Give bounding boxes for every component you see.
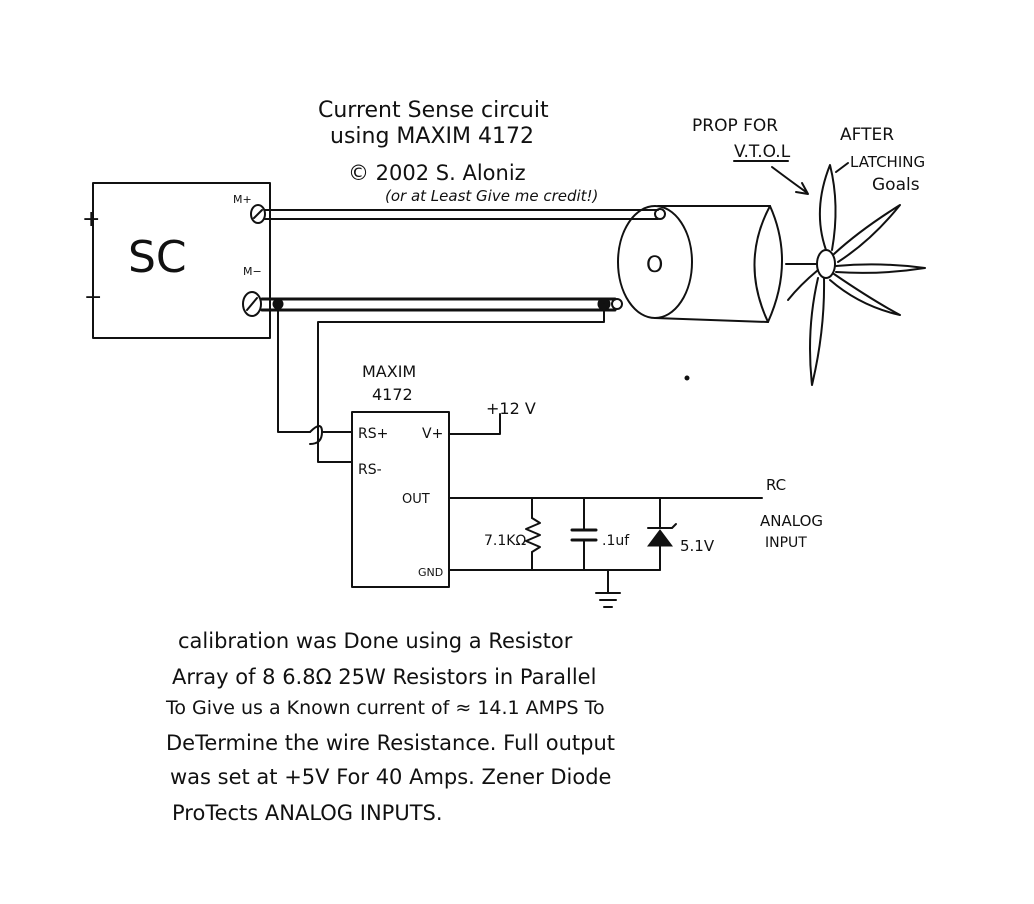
title-line-3: © 2002 S. Aloniz xyxy=(348,161,526,185)
zener-label: 5.1V xyxy=(680,537,715,555)
title-line-2: using MAXIM 4172 xyxy=(330,124,534,149)
wire-crossover-hop xyxy=(309,425,323,445)
ic-pin-out: OUT xyxy=(402,492,430,507)
motor-terminal-positive xyxy=(654,208,666,220)
resistor-label: 7.1KΩ xyxy=(484,533,526,549)
motor-wire-positive xyxy=(264,209,659,220)
prop-arrow-head xyxy=(795,182,809,195)
note-line-3: To Give us a Known current of ≈ 14.1 AMP… xyxy=(165,697,605,719)
ic-pin-v-plus: V+ xyxy=(422,426,443,442)
terminal-m-plus xyxy=(250,204,266,224)
ic-pin-rs-minus: RS- xyxy=(358,462,382,478)
rc-input-line-3: INPUT xyxy=(765,535,807,551)
note-line-4: DeTermine the wire Resistance. Full outp… xyxy=(166,731,615,755)
ic-body xyxy=(351,411,450,588)
rc-input-line-2: ANALOG xyxy=(760,512,823,530)
m-plus-label: M+ xyxy=(233,193,252,206)
capacitor-label: .1uf xyxy=(602,533,630,549)
supply-label: +12 V xyxy=(486,399,536,418)
rc-input-line-1: RC xyxy=(766,476,786,494)
after-note-line-1: AFTER xyxy=(840,125,894,145)
title-line-1: Current Sense circuit xyxy=(318,98,549,123)
terminal-m-plus-slot xyxy=(253,209,263,219)
note-line-6: ProTects ANALOG INPUTS. xyxy=(172,801,443,825)
terminal-m-minus xyxy=(242,291,262,317)
note-line-5: was set at +5V For 40 Amps. Zener Diode xyxy=(170,765,611,789)
note-line-1: calibration was Done using a Resistor xyxy=(178,629,573,653)
speed-controller-box xyxy=(92,182,271,339)
prop-arrow xyxy=(771,166,807,193)
wire-supply xyxy=(448,413,501,435)
ground-symbol xyxy=(595,569,621,608)
motor-body xyxy=(617,205,783,323)
terminal-m-minus-slot xyxy=(246,297,258,311)
capacitor xyxy=(570,497,598,571)
ic-name-line-2: 4172 xyxy=(372,385,413,404)
zener-diode xyxy=(647,497,677,571)
title-line-4: (or at Least Give me credit!) xyxy=(385,187,598,205)
motor-terminal-negative xyxy=(611,298,623,310)
wire-rs-plus xyxy=(277,303,311,433)
after-note-line-2: LATCHING xyxy=(850,153,925,171)
speed-controller-label: SC xyxy=(128,232,187,283)
motor-wire-negative xyxy=(260,297,617,312)
sc-minus-symbol: − xyxy=(84,285,102,310)
resistor xyxy=(525,497,541,571)
sc-plus-symbol: + xyxy=(82,207,100,232)
ic-pin-gnd: GND xyxy=(418,566,443,579)
prop-note-line-2: V.T.O.L xyxy=(734,142,791,162)
note-line-2: Array of 8 6.8Ω 25W Resistors in Paralle… xyxy=(172,665,596,689)
m-minus-label: M− xyxy=(243,265,262,278)
wire-rs-minus xyxy=(317,303,605,463)
prop-note-line-1: PROP FOR xyxy=(692,116,778,136)
ic-name-line-1: MAXIM xyxy=(362,362,416,381)
stray-dot xyxy=(684,375,690,381)
motor-symbol: O xyxy=(646,253,663,278)
propeller xyxy=(785,164,926,386)
ic-pin-rs-plus: RS+ xyxy=(358,426,388,442)
after-pointer xyxy=(835,162,849,173)
after-note-line-3: Goals xyxy=(872,175,920,195)
